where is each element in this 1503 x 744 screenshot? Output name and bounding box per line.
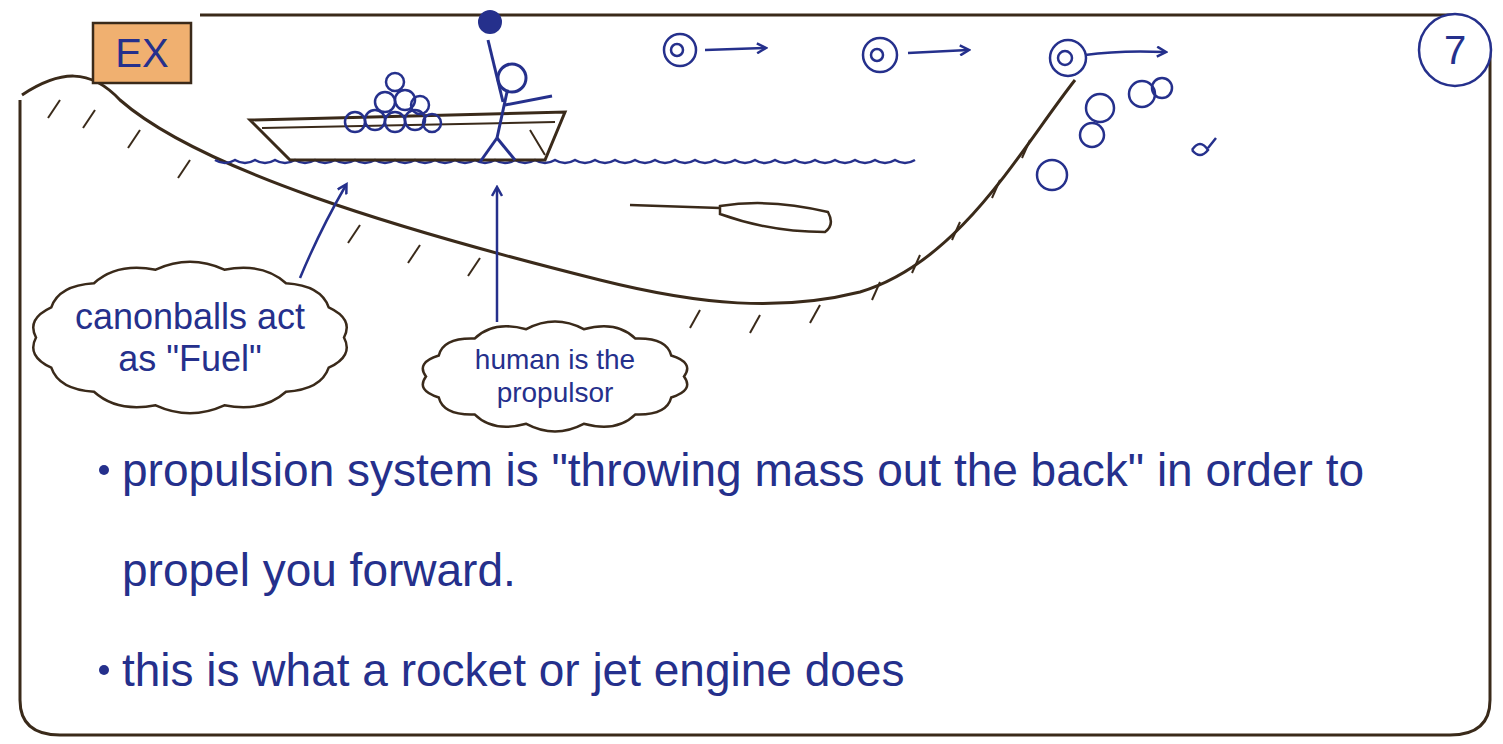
thrown-ball (478, 10, 502, 34)
frame (20, 15, 1490, 735)
node-shape (1419, 14, 1491, 86)
bullet-note: propulsion system is "throwing mass out … (122, 420, 1477, 620)
node-shape (33, 262, 347, 413)
bullet-dot (99, 465, 109, 475)
bullet-note: this is what a rocket or jet engine does (122, 620, 1477, 720)
cannonballs (345, 73, 441, 132)
boat-hull (250, 112, 565, 160)
example-tag: EX (92, 22, 192, 84)
leader-arrow (300, 185, 346, 278)
callout-cloud: human is the propulsor (420, 322, 690, 431)
callout-cloud: canonballs act as "Fuel" (30, 262, 350, 413)
node-text: EX (100, 30, 184, 76)
node-text: human is the propulsor (442, 344, 668, 408)
bullet-dot (99, 665, 109, 675)
oar (630, 203, 831, 232)
node-shape (93, 23, 191, 83)
leader-arrow (496, 188, 499, 322)
flying-balls (664, 34, 1216, 190)
page-number-circle: 7 (1417, 12, 1493, 88)
node-text: canonballs act as "Fuel" (64, 296, 316, 379)
node-text: 7 (1425, 27, 1485, 73)
stick-figure (480, 40, 552, 162)
node-shape (423, 322, 687, 432)
